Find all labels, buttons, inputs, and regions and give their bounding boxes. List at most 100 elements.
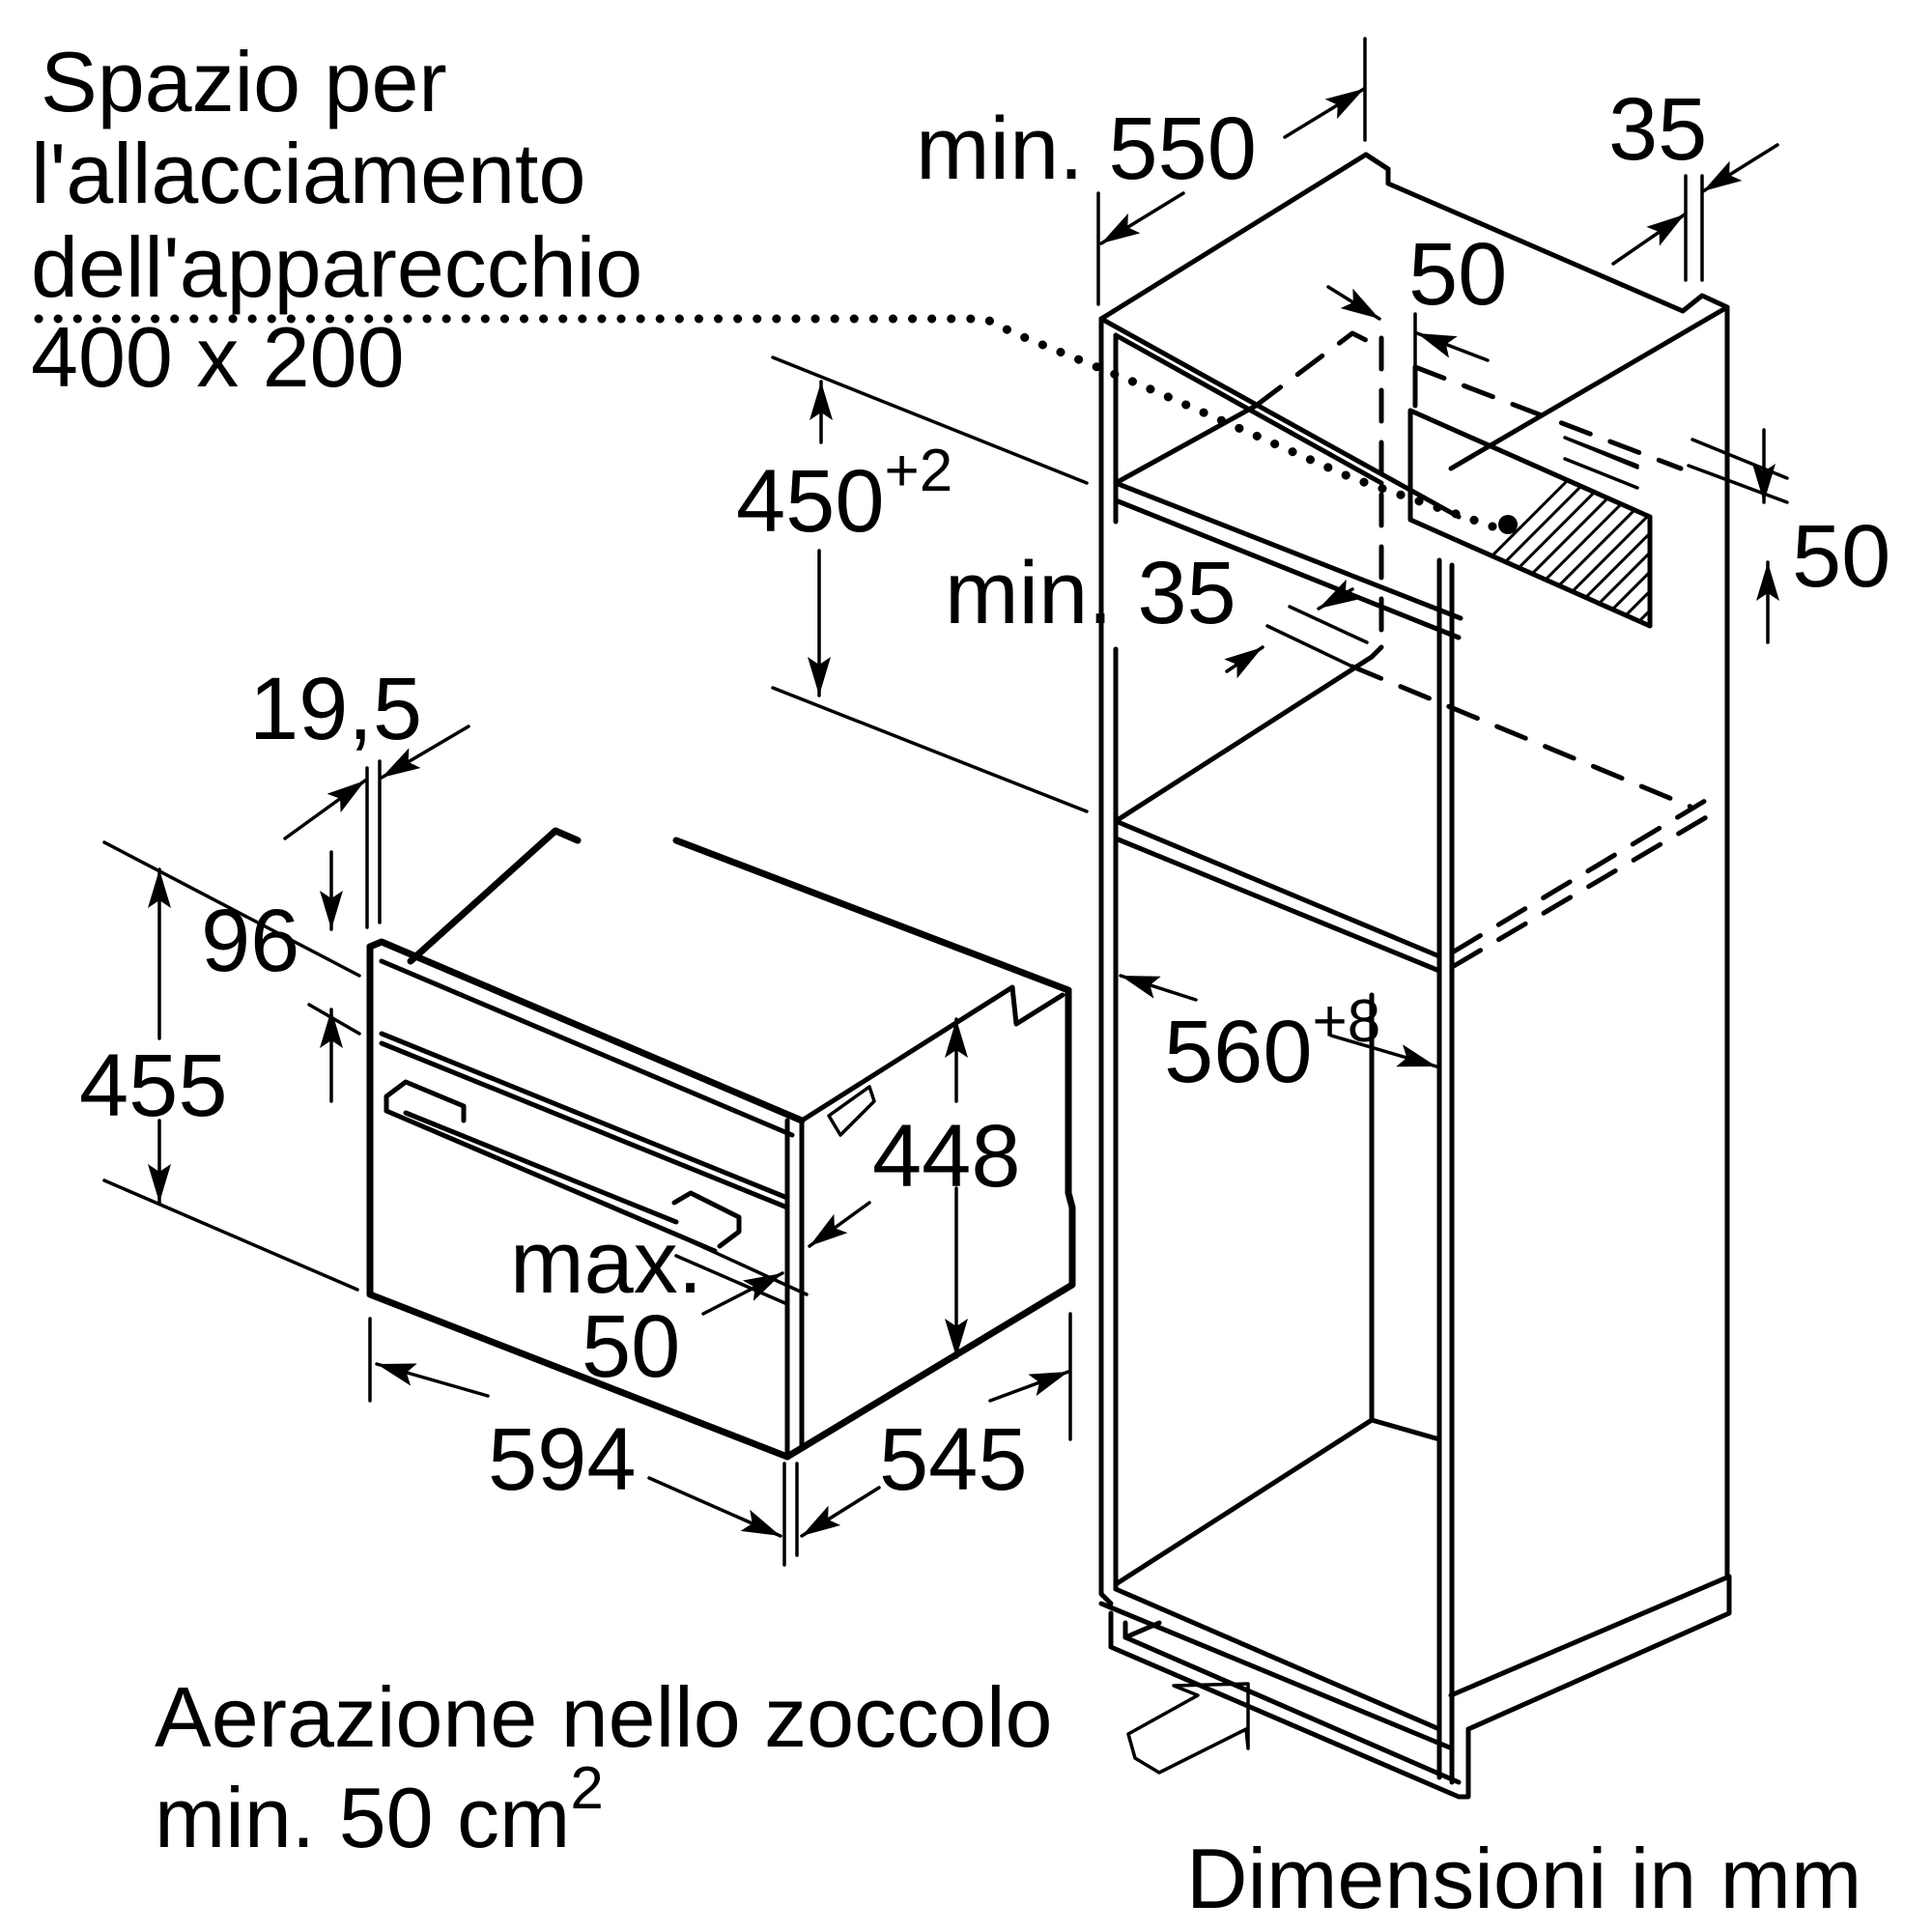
arrow-594-left [375, 1362, 490, 1398]
oven-top-right-edge [799, 984, 1065, 1123]
connection-note-line-2: l'allacciamento [31, 126, 585, 221]
niche-floor-right [1369, 1417, 1442, 1442]
dim-96: 96 [201, 892, 299, 990]
hatch-line [1428, 411, 1650, 626]
ext-max50-a [689, 1239, 809, 1296]
hatch-line [1410, 411, 1650, 626]
ventilation-note: Aerazione nello zoccolo min. 50 cm2 [155, 1669, 1052, 1865]
oven-handle-left [384, 1079, 467, 1123]
dim-50-rear: 50 [1408, 225, 1507, 324]
ventilation-note-line-1: Aerazione nello zoccolo [155, 1669, 1052, 1765]
ext-35-shelf-b [1265, 624, 1354, 668]
niche-mid-left [1113, 654, 1375, 824]
upper-shelf-left [1113, 403, 1259, 486]
connection-note-line-1: Spazio per [41, 34, 447, 129]
dim-50-connection: 50 [1792, 507, 1890, 606]
dim-min-35-shelf: min. 35 [945, 544, 1236, 642]
arrow-max50-bottom [701, 1271, 784, 1316]
ext-96-bottom [307, 1003, 361, 1036]
dim-450-tolerance: +2 [885, 438, 953, 504]
units-note: Dimensioni in mm [1186, 1831, 1861, 1926]
arrow-35-shelf-bottom [1224, 645, 1264, 679]
cabinet-bottom-front [1098, 1601, 1455, 1751]
dim-min-550: min. 550 [916, 99, 1257, 198]
dim-560-tolerance: +8 [1313, 988, 1381, 1055]
connection-note-line-4: 400 x 200 [31, 309, 405, 405]
oven-handle-bar [384, 1094, 718, 1254]
dim-max-value: 50 [582, 1297, 680, 1396]
cabinet-top-front-rail [1098, 316, 1462, 520]
ext-455-bottom [102, 1179, 359, 1292]
cabinet-right-front-edge [1680, 293, 1730, 1579]
ext-455-top [102, 840, 361, 978]
hatch-line [1447, 411, 1650, 626]
ventilation-note-value: min. 50 cm [155, 1770, 570, 1865]
oven-front-outline [366, 943, 791, 1461]
ext-50-conn-top2 [1563, 436, 1639, 469]
cabinet-top-rear-edge [1363, 152, 1686, 314]
oven-handle-right [671, 1190, 742, 1249]
arrow-560-left [1119, 974, 1198, 1002]
arrow-50-rear-right [1415, 331, 1490, 362]
cabinet-top-right-edge [1448, 304, 1730, 471]
dim-450-base: 450 [736, 452, 885, 551]
oven-side-grip [827, 1085, 876, 1137]
plinth-recess [1122, 1620, 1162, 1640]
connection-note-line-3: dell'apparecchio [31, 219, 642, 315]
arrow-35-shelf-top [1317, 579, 1358, 611]
oven-front-top-edge [366, 938, 806, 1124]
arrow-19-right [380, 724, 470, 780]
arrow-550-right [1283, 87, 1366, 139]
dim-35-top: 35 [1608, 80, 1707, 179]
dim-545: 545 [879, 1410, 1028, 1509]
connection-note: Spazio per l'allacciamento dell'apparecc… [31, 34, 642, 405]
plinth-outline [1108, 1610, 1471, 1800]
dimension-lines [102, 37, 1789, 1567]
oven-handle-bar-upper [403, 1110, 679, 1225]
upper-shelf-front [1113, 480, 1463, 621]
dim-594: 594 [488, 1410, 637, 1509]
ventilation-note-superscript: 2 [570, 1755, 603, 1822]
arrow-545-right [988, 1370, 1070, 1403]
oven-side-outline [783, 986, 1076, 1461]
oven-appliance [366, 827, 1076, 1461]
cabinet-plinth-top [1448, 1574, 1732, 1698]
connection-point [1498, 515, 1518, 534]
dim-560-base: 560 [1164, 1003, 1313, 1101]
arrow-35-right [1701, 143, 1779, 193]
tall-cabinet [1098, 152, 1732, 1800]
oven-control-panel-lower [379, 958, 795, 1138]
hatch-line [1524, 411, 1650, 626]
niche-floor-left [1113, 1417, 1375, 1587]
connection-leader-dotted [34, 314, 1497, 531]
upper-shelf-front-inner [1113, 497, 1462, 640]
niche-right-dashed-2 [1451, 807, 1722, 969]
ext-450-bottom [771, 686, 1089, 813]
niche-top-rail [1113, 818, 1442, 959]
ventilation-arrow-icon [1126, 1682, 1250, 1775]
arrow-560-right [1329, 1034, 1438, 1068]
dim-450: 450+2 [736, 438, 952, 551]
plinth-inner [1122, 1620, 1462, 1785]
dim-560: 560+8 [1164, 988, 1380, 1101]
oven-top-left-edge [407, 827, 582, 965]
arrow-35-left [1611, 213, 1687, 266]
arrow-545-left [800, 1486, 881, 1538]
arrow-max50-top [808, 1201, 871, 1248]
ext-35-shelf-a [1288, 605, 1369, 644]
niche-top-rail-inner [1113, 836, 1442, 974]
oven-door-top [379, 1031, 790, 1201]
arrow-50-rear-left [1326, 285, 1381, 321]
rear-top-dashed-right [1412, 364, 1684, 471]
cabinet-plinth-front [1465, 1574, 1732, 1732]
cabinet-left-post-outer [1098, 316, 1114, 1606]
connection-area-hatched [1407, 408, 1653, 629]
dim-max-label: max. [510, 1213, 702, 1312]
hatch-line [1466, 411, 1650, 626]
dim-455: 455 [79, 1037, 228, 1135]
arrow-19-left [283, 779, 367, 840]
rear-step [1369, 644, 1384, 660]
dim-448: 448 [872, 1107, 1021, 1206]
dim-19-5: 19,5 [249, 660, 422, 758]
